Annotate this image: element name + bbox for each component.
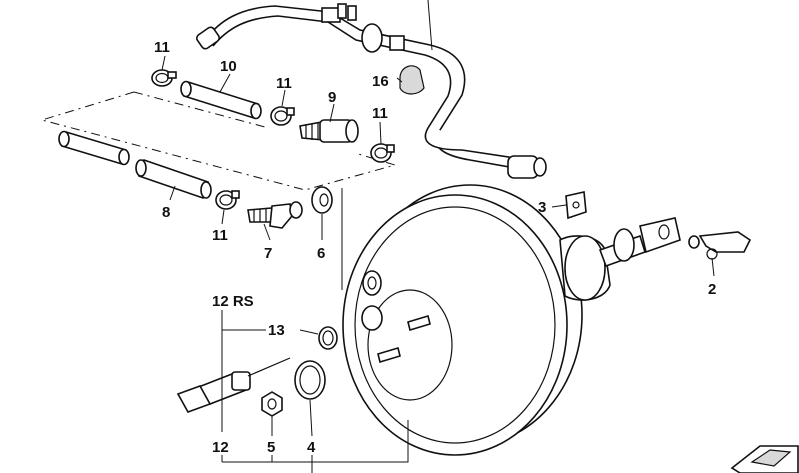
callout-7: 7 xyxy=(264,245,272,262)
parts-catalog-corner-icon xyxy=(730,445,799,473)
callout-11-a: 11 xyxy=(154,39,170,56)
leader-lines xyxy=(161,0,715,473)
callout-13: 13 xyxy=(268,322,285,339)
hose-clamp-11-b[interactable] xyxy=(270,106,295,126)
lever-2[interactable] xyxy=(688,231,752,260)
callout-6: 6 xyxy=(317,245,325,262)
callout-11-b: 11 xyxy=(276,75,292,92)
callout-9: 9 xyxy=(328,89,336,106)
callout-10: 10 xyxy=(220,58,237,75)
hose-8-long[interactable] xyxy=(135,158,212,200)
callout-11-c: 11 xyxy=(372,105,388,122)
hose-clamp-11-d[interactable] xyxy=(215,190,240,210)
callout-16: 16 xyxy=(372,73,389,90)
callout-5: 5 xyxy=(267,439,275,456)
brake-booster[interactable] xyxy=(342,184,681,456)
o-ring-13[interactable] xyxy=(318,326,338,350)
grommet-6[interactable] xyxy=(311,186,333,214)
hose-clamp-11-c[interactable] xyxy=(370,143,395,163)
elbow-connector-7[interactable] xyxy=(247,201,303,229)
callout-12: 12 xyxy=(212,439,229,456)
check-valve-9[interactable] xyxy=(299,119,359,143)
vacuum-hose-assembly[interactable] xyxy=(195,3,547,179)
callout-11-d: 11 xyxy=(212,227,228,244)
callout-4: 4 xyxy=(307,439,316,456)
callout-12-rs: 12 RS xyxy=(212,293,254,310)
hose-clip-16[interactable] xyxy=(399,65,425,95)
hose-10[interactable] xyxy=(180,80,262,120)
pressure-sensor-12[interactable] xyxy=(176,357,291,413)
callout-2: 2 xyxy=(708,281,716,298)
nut-5[interactable] xyxy=(261,391,283,417)
hose-clamp-11-a[interactable] xyxy=(151,69,177,87)
seal-4[interactable] xyxy=(294,360,326,400)
hose-8-short[interactable] xyxy=(58,130,130,166)
callout-8: 8 xyxy=(162,204,170,221)
bracket-3[interactable] xyxy=(565,191,587,220)
callout-3: 3 xyxy=(538,199,546,216)
assembly-outline xyxy=(40,91,397,191)
